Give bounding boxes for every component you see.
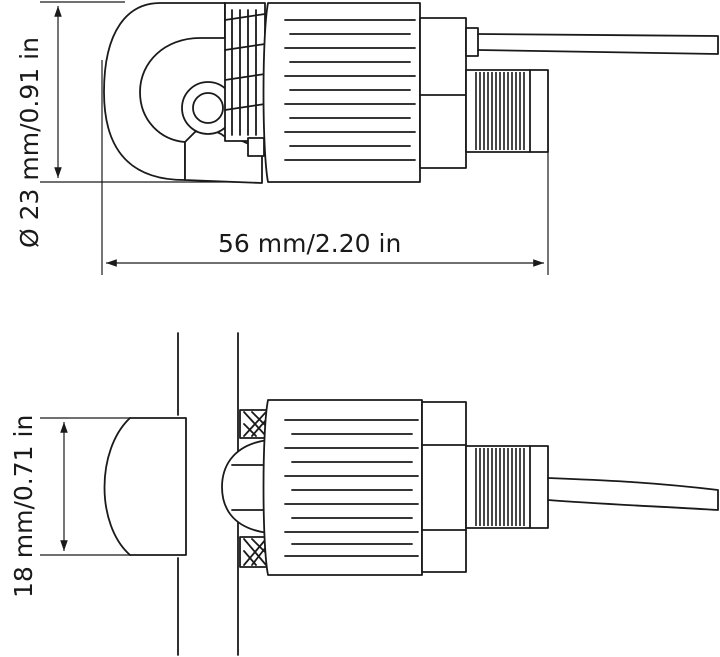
- knurled-screw: [465, 69, 549, 153]
- rear-hub: [419, 17, 479, 169]
- height-dimension: 18 mm/0.71 in: [9, 415, 130, 598]
- sensor-tip: [221, 439, 269, 534]
- pivot-pin-inner: [192, 92, 224, 124]
- bottom-view: 18 mm/0.71 in: [9, 332, 719, 656]
- pipe-section: [103, 417, 187, 556]
- knob-body-bottom: [262, 399, 423, 576]
- height-label: 18 mm/0.71 in: [9, 415, 38, 598]
- top-view: Ø 23 mm/0.91 in 56 mm/2.20 in: [15, 1, 719, 275]
- rear-hub-bottom: [421, 401, 467, 573]
- threaded-collar: [224, 2, 266, 157]
- diameter-dimension: Ø 23 mm/0.91 in: [15, 1, 262, 248]
- knob-body: [262, 2, 421, 183]
- clamp-c-shape: [103, 2, 263, 184]
- knurled-screw-bottom: [465, 445, 549, 529]
- length-label: 56 mm/2.20 in: [218, 229, 401, 258]
- diameter-label: Ø 23 mm/0.91 in: [15, 37, 44, 248]
- cable: [477, 33, 719, 55]
- cable-bottom: [547, 477, 719, 511]
- length-dimension: 56 mm/2.20 in: [101, 60, 549, 275]
